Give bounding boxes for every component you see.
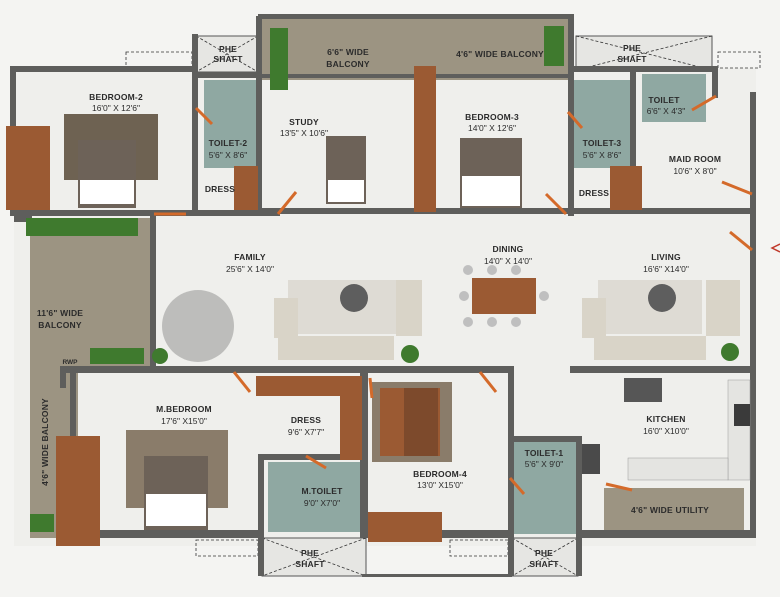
bed-bedroom3 xyxy=(460,138,522,208)
dim-dining: 14'0" X 14'0" xyxy=(484,256,532,266)
sofa-living xyxy=(582,280,740,360)
dim-mtoilet: 9'0" X7'0" xyxy=(304,498,340,508)
label-dress-mid: DRESS xyxy=(579,188,609,198)
label-kitchen: KITCHEN xyxy=(646,414,685,424)
label-phe-bottom-left: PHE xyxy=(301,548,319,558)
label-family: FAMILY xyxy=(234,252,266,262)
label-dress-top: DRESS xyxy=(205,184,235,194)
label-toilet2: TOILET-2 xyxy=(209,138,248,148)
dim-living: 16'6" X14'0" xyxy=(643,264,689,274)
label-balcony-6-2: BALCONY xyxy=(326,59,370,69)
dim-family: 25'6" X 14'0" xyxy=(226,264,274,274)
dim-toilet1: 5'6" X 9'0" xyxy=(525,459,564,469)
label-utility: 4'6" WIDE UTILITY xyxy=(631,505,709,515)
label-phe-bottom-left-2: SHAFT xyxy=(295,559,325,569)
sofa-family xyxy=(274,280,422,360)
dim-maid-room: 10'6" X 8'0" xyxy=(673,166,716,176)
toilet2-floor xyxy=(204,80,260,168)
dim-dress-master: 9'6" X7'7" xyxy=(288,427,324,437)
label-balcony-116-2: BALCONY xyxy=(38,320,82,330)
dining-table xyxy=(459,265,549,327)
dim-toilet3: 5'6" X 8'6" xyxy=(583,150,622,160)
label-bedroom2: BEDROOM-2 xyxy=(89,92,143,102)
wood-wall-master-dress xyxy=(256,376,360,396)
fridge xyxy=(582,444,600,474)
label-mtoilet: M.TOILET xyxy=(301,486,343,496)
maid-toilet-floor xyxy=(642,74,706,122)
plants xyxy=(26,26,739,532)
dim-study: 13'5" X 10'6" xyxy=(280,128,328,138)
toilet3-floor xyxy=(574,80,630,168)
wood-console-bedroom4 xyxy=(368,512,442,542)
dim-bedroom2: 16'0" X 12'6" xyxy=(92,103,140,113)
label-maid-room: MAID ROOM xyxy=(669,154,721,164)
dim-toilet-maid: 6'6" X 4'3" xyxy=(647,106,686,116)
wood-wardrobe-bedroom2 xyxy=(6,126,50,210)
label-phe-bottom-right-2: SHAFT xyxy=(529,559,559,569)
wood-wardrobe-master xyxy=(56,436,100,546)
label-dress-master: DRESS xyxy=(291,415,321,425)
label-toilet3: TOILET-3 xyxy=(583,138,622,148)
label-phe-top-left: PHE xyxy=(219,44,237,54)
label-toilet1: TOILET-1 xyxy=(525,448,564,458)
label-phe-top-right: PHE xyxy=(623,43,641,53)
phe-shaft-bottom-right xyxy=(511,537,579,577)
dashed-ledge-top-right xyxy=(717,51,761,69)
dashed-ledge-bottom2 xyxy=(449,539,509,557)
dim-bedroom4: 13'0" X15'0" xyxy=(417,480,463,490)
mtoilet-floor xyxy=(268,462,360,532)
label-living: LIVING xyxy=(651,252,681,262)
dim-toilet2: 5'6" X 8'6" xyxy=(209,150,248,160)
wood-wardrobe-dress xyxy=(234,166,258,210)
phe-shaft-top-right xyxy=(575,35,713,71)
toilet1-floor xyxy=(514,442,576,534)
dim-bedroom3: 14'0" X 12'6" xyxy=(468,123,516,133)
doors xyxy=(154,94,753,495)
kitchen-island xyxy=(624,378,662,402)
phe-shaft-top-left xyxy=(195,35,259,73)
label-balcony-46-top: 4'6" WIDE BALCONY xyxy=(456,49,544,59)
label-balcony-116: 11'6" WIDE xyxy=(37,308,83,318)
label-phe-top-left-2: SHAFT xyxy=(213,54,243,64)
wood-wardrobe-dress3 xyxy=(610,166,642,210)
bed-bedroom4 xyxy=(380,388,440,456)
wood-panel-study xyxy=(414,66,436,212)
bed-master xyxy=(144,456,208,530)
phe-shaft-bottom-left xyxy=(261,537,367,577)
round-rug-family xyxy=(162,290,234,362)
label-phe-bottom-right: PHE xyxy=(535,548,553,558)
label-mbedroom: M.BEDROOM xyxy=(156,404,212,414)
label-phe-top-right-2: SHAFT xyxy=(617,54,647,64)
dashed-ledge-top-left xyxy=(125,51,193,71)
entrance-arrow xyxy=(770,243,780,253)
bed-study xyxy=(326,136,366,204)
label-dining: DINING xyxy=(493,244,524,254)
rug-family xyxy=(288,280,398,334)
label-rwp: RWP xyxy=(62,359,78,366)
rug-living xyxy=(598,280,702,334)
wood-wall-master-dress-v xyxy=(340,376,362,460)
label-balcony-6: 6'6" WIDE xyxy=(327,47,369,57)
dim-kitchen: 16'0" X10'0" xyxy=(643,426,689,436)
label-bedroom4: BEDROOM-4 xyxy=(413,469,467,479)
label-study: STUDY xyxy=(289,117,319,127)
dim-mbedroom: 17'6" X15'0" xyxy=(161,416,207,426)
label-bedroom3: BEDROOM-3 xyxy=(465,112,519,122)
label-balcony-46-left: 4'6" WIDE BALCONY xyxy=(40,398,50,486)
label-toilet-maid: TOILET xyxy=(648,95,680,105)
kitchen-counter-bottom xyxy=(627,457,729,481)
kitchen-counter-right xyxy=(727,379,751,481)
bed-bedroom2 xyxy=(78,140,136,208)
kitchen-stove xyxy=(734,404,750,426)
left-balcony-floor xyxy=(30,218,152,368)
utility-floor xyxy=(604,488,744,530)
